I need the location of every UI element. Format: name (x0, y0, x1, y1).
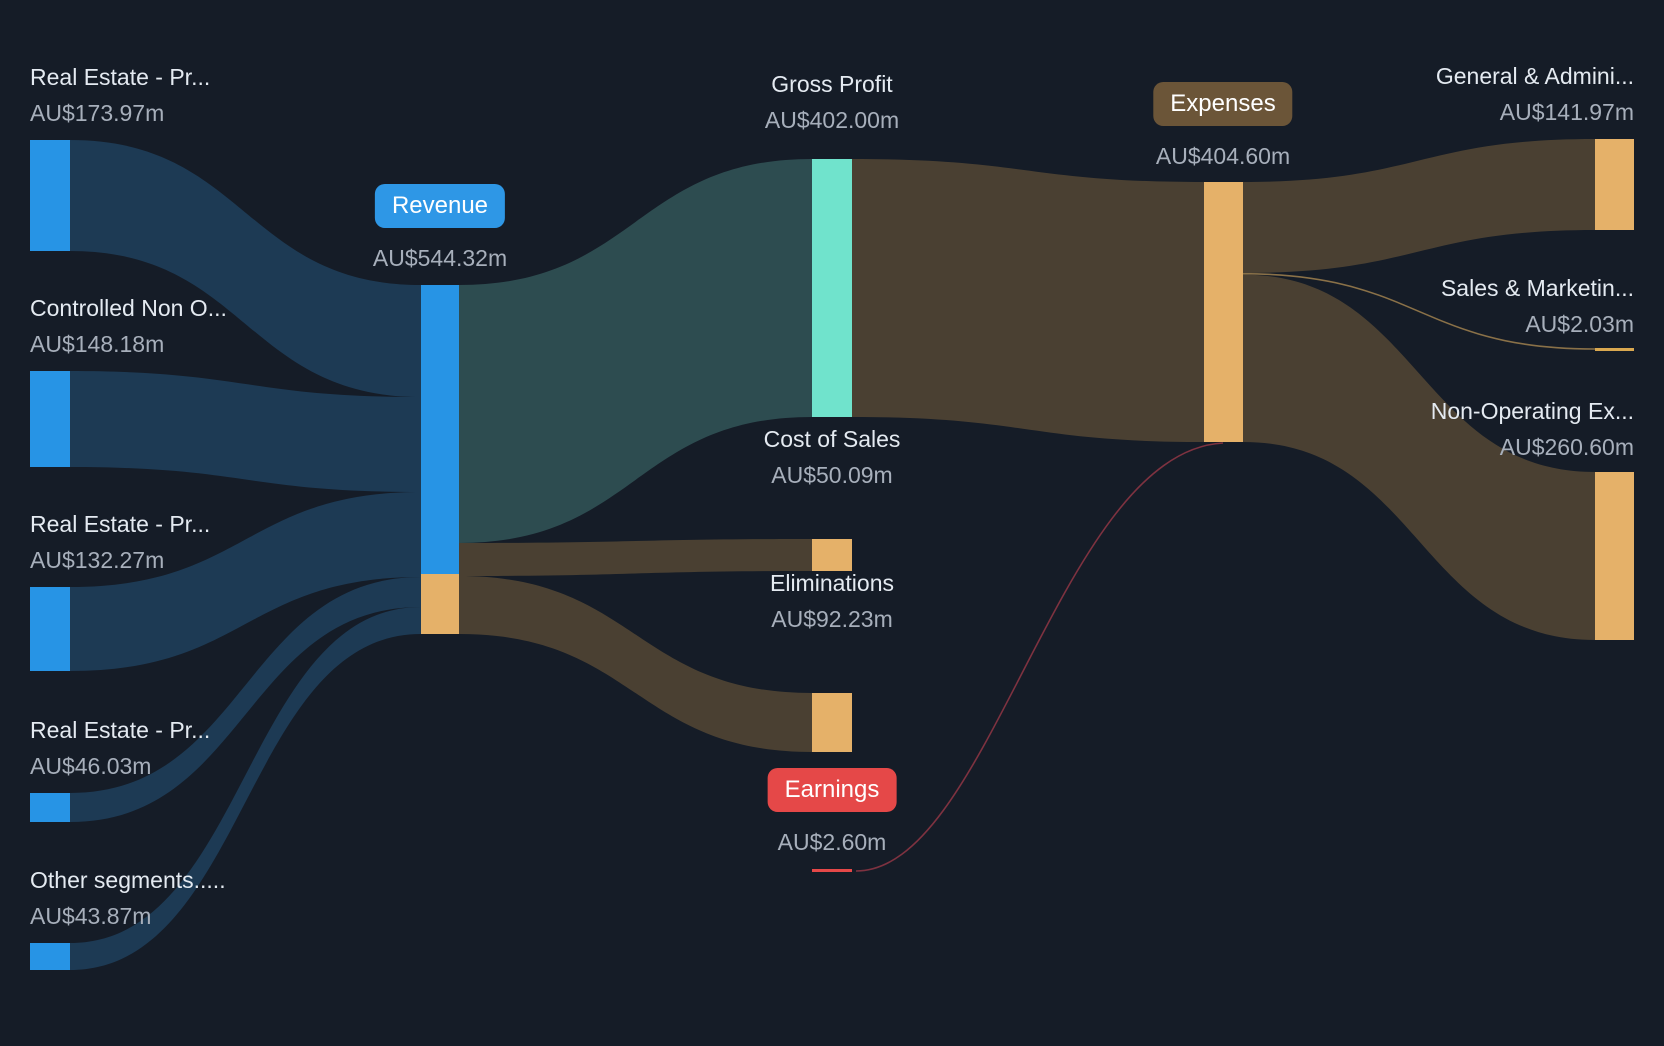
gross-profit-name: Gross Profit (771, 71, 893, 97)
node-eliminations[interactable] (812, 693, 852, 752)
label-segment-3: Real Estate - Pr... AU$132.27m (30, 506, 210, 578)
node-expenses[interactable] (1204, 182, 1243, 442)
segment-3-name: Real Estate - Pr... (30, 511, 211, 537)
node-revenue[interactable] (421, 285, 459, 574)
node-segment-3[interactable] (30, 587, 70, 671)
earnings-badge[interactable]: Earnings (767, 768, 897, 812)
flow-revenue-to-eliminations[interactable] (459, 576, 812, 752)
flow-expenses-to-earnings[interactable] (855, 442, 1224, 872)
label-general-admin: General & Admini... AU$141.97m (1436, 58, 1634, 130)
earnings-value: AU$2.60m (777, 829, 887, 855)
node-segment-4[interactable] (30, 793, 70, 822)
sales-marketing-name: Sales & Marketin... (1440, 275, 1634, 301)
node-sales-marketing[interactable] (1595, 348, 1634, 351)
general-admin-value: AU$141.97m (1499, 99, 1634, 125)
flow-revenue-to-cost-of-sales[interactable] (459, 539, 812, 576)
flow-segment-4-to-revenue[interactable] (70, 577, 421, 822)
general-admin-name: General & Admini... (1435, 63, 1634, 89)
cost-of-sales-value: AU$50.09m (771, 462, 893, 488)
node-segment-1[interactable] (30, 140, 70, 251)
flow-expenses-to-sales-marketing[interactable] (1243, 273, 1595, 350)
non-operating-name: Non-Operating Ex... (1430, 398, 1634, 424)
expenses-value: AU$404.60m (1155, 143, 1291, 169)
label-sales-marketing: Sales & Marketin... AU$2.03m (1441, 270, 1634, 342)
segment-2-value: AU$148.18m (30, 331, 165, 357)
label-segment-5: Other segments..... AU$43.87m (30, 862, 226, 934)
node-segment-2[interactable] (30, 371, 70, 467)
segment-3-value: AU$132.27m (30, 547, 165, 573)
gross-profit-value: AU$402.00m (764, 107, 900, 133)
revenue-value: AU$544.32m (372, 245, 508, 271)
segment-1-value: AU$173.97m (30, 100, 165, 126)
node-non-operating[interactable] (1595, 472, 1634, 640)
node-gross-profit[interactable] (812, 159, 852, 417)
segment-2-name: Controlled Non O... (30, 295, 227, 321)
expenses-badge[interactable]: Expenses (1153, 82, 1293, 126)
flow-revenue-to-gross-profit[interactable] (459, 159, 812, 543)
flow-gross-profit-to-expenses[interactable] (852, 159, 1204, 442)
segment-4-value: AU$46.03m (30, 753, 152, 779)
label-non-operating: Non-Operating Ex... AU$260.60m (1431, 393, 1634, 465)
segment-5-value: AU$43.87m (30, 903, 152, 929)
non-operating-value: AU$260.60m (1499, 434, 1634, 460)
flow-expenses-to-non-operating[interactable] (1243, 274, 1595, 640)
node-segment-5[interactable] (30, 943, 70, 970)
segment-1-name: Real Estate - Pr... (30, 64, 211, 90)
label-segment-4: Real Estate - Pr... AU$46.03m (30, 712, 210, 784)
flow-expenses-to-general-admin[interactable] (1243, 139, 1595, 273)
flow-segment-5-to-revenue[interactable] (70, 607, 421, 970)
flow-segment-1-to-revenue[interactable] (70, 140, 421, 397)
flow-segment-3-to-revenue[interactable] (70, 492, 421, 671)
label-segment-2: Controlled Non O... AU$148.18m (30, 290, 227, 362)
eliminations-name: Eliminations (770, 570, 894, 596)
node-revenue-secondary[interactable] (421, 574, 459, 634)
sales-marketing-value: AU$2.03m (1525, 311, 1634, 337)
segment-4-name: Real Estate - Pr... (30, 717, 211, 743)
node-cost-of-sales[interactable] (812, 539, 852, 571)
label-segment-1: Real Estate - Pr... AU$173.97m (30, 59, 210, 131)
cost-of-sales-name: Cost of Sales (763, 426, 901, 452)
segment-5-name: Other segments..... (30, 867, 226, 893)
node-general-admin[interactable] (1595, 139, 1634, 230)
flow-segment-2-to-revenue[interactable] (70, 371, 421, 492)
revenue-badge[interactable]: Revenue (374, 184, 506, 228)
node-earnings[interactable] (812, 869, 852, 872)
eliminations-value: AU$92.23m (771, 606, 893, 632)
